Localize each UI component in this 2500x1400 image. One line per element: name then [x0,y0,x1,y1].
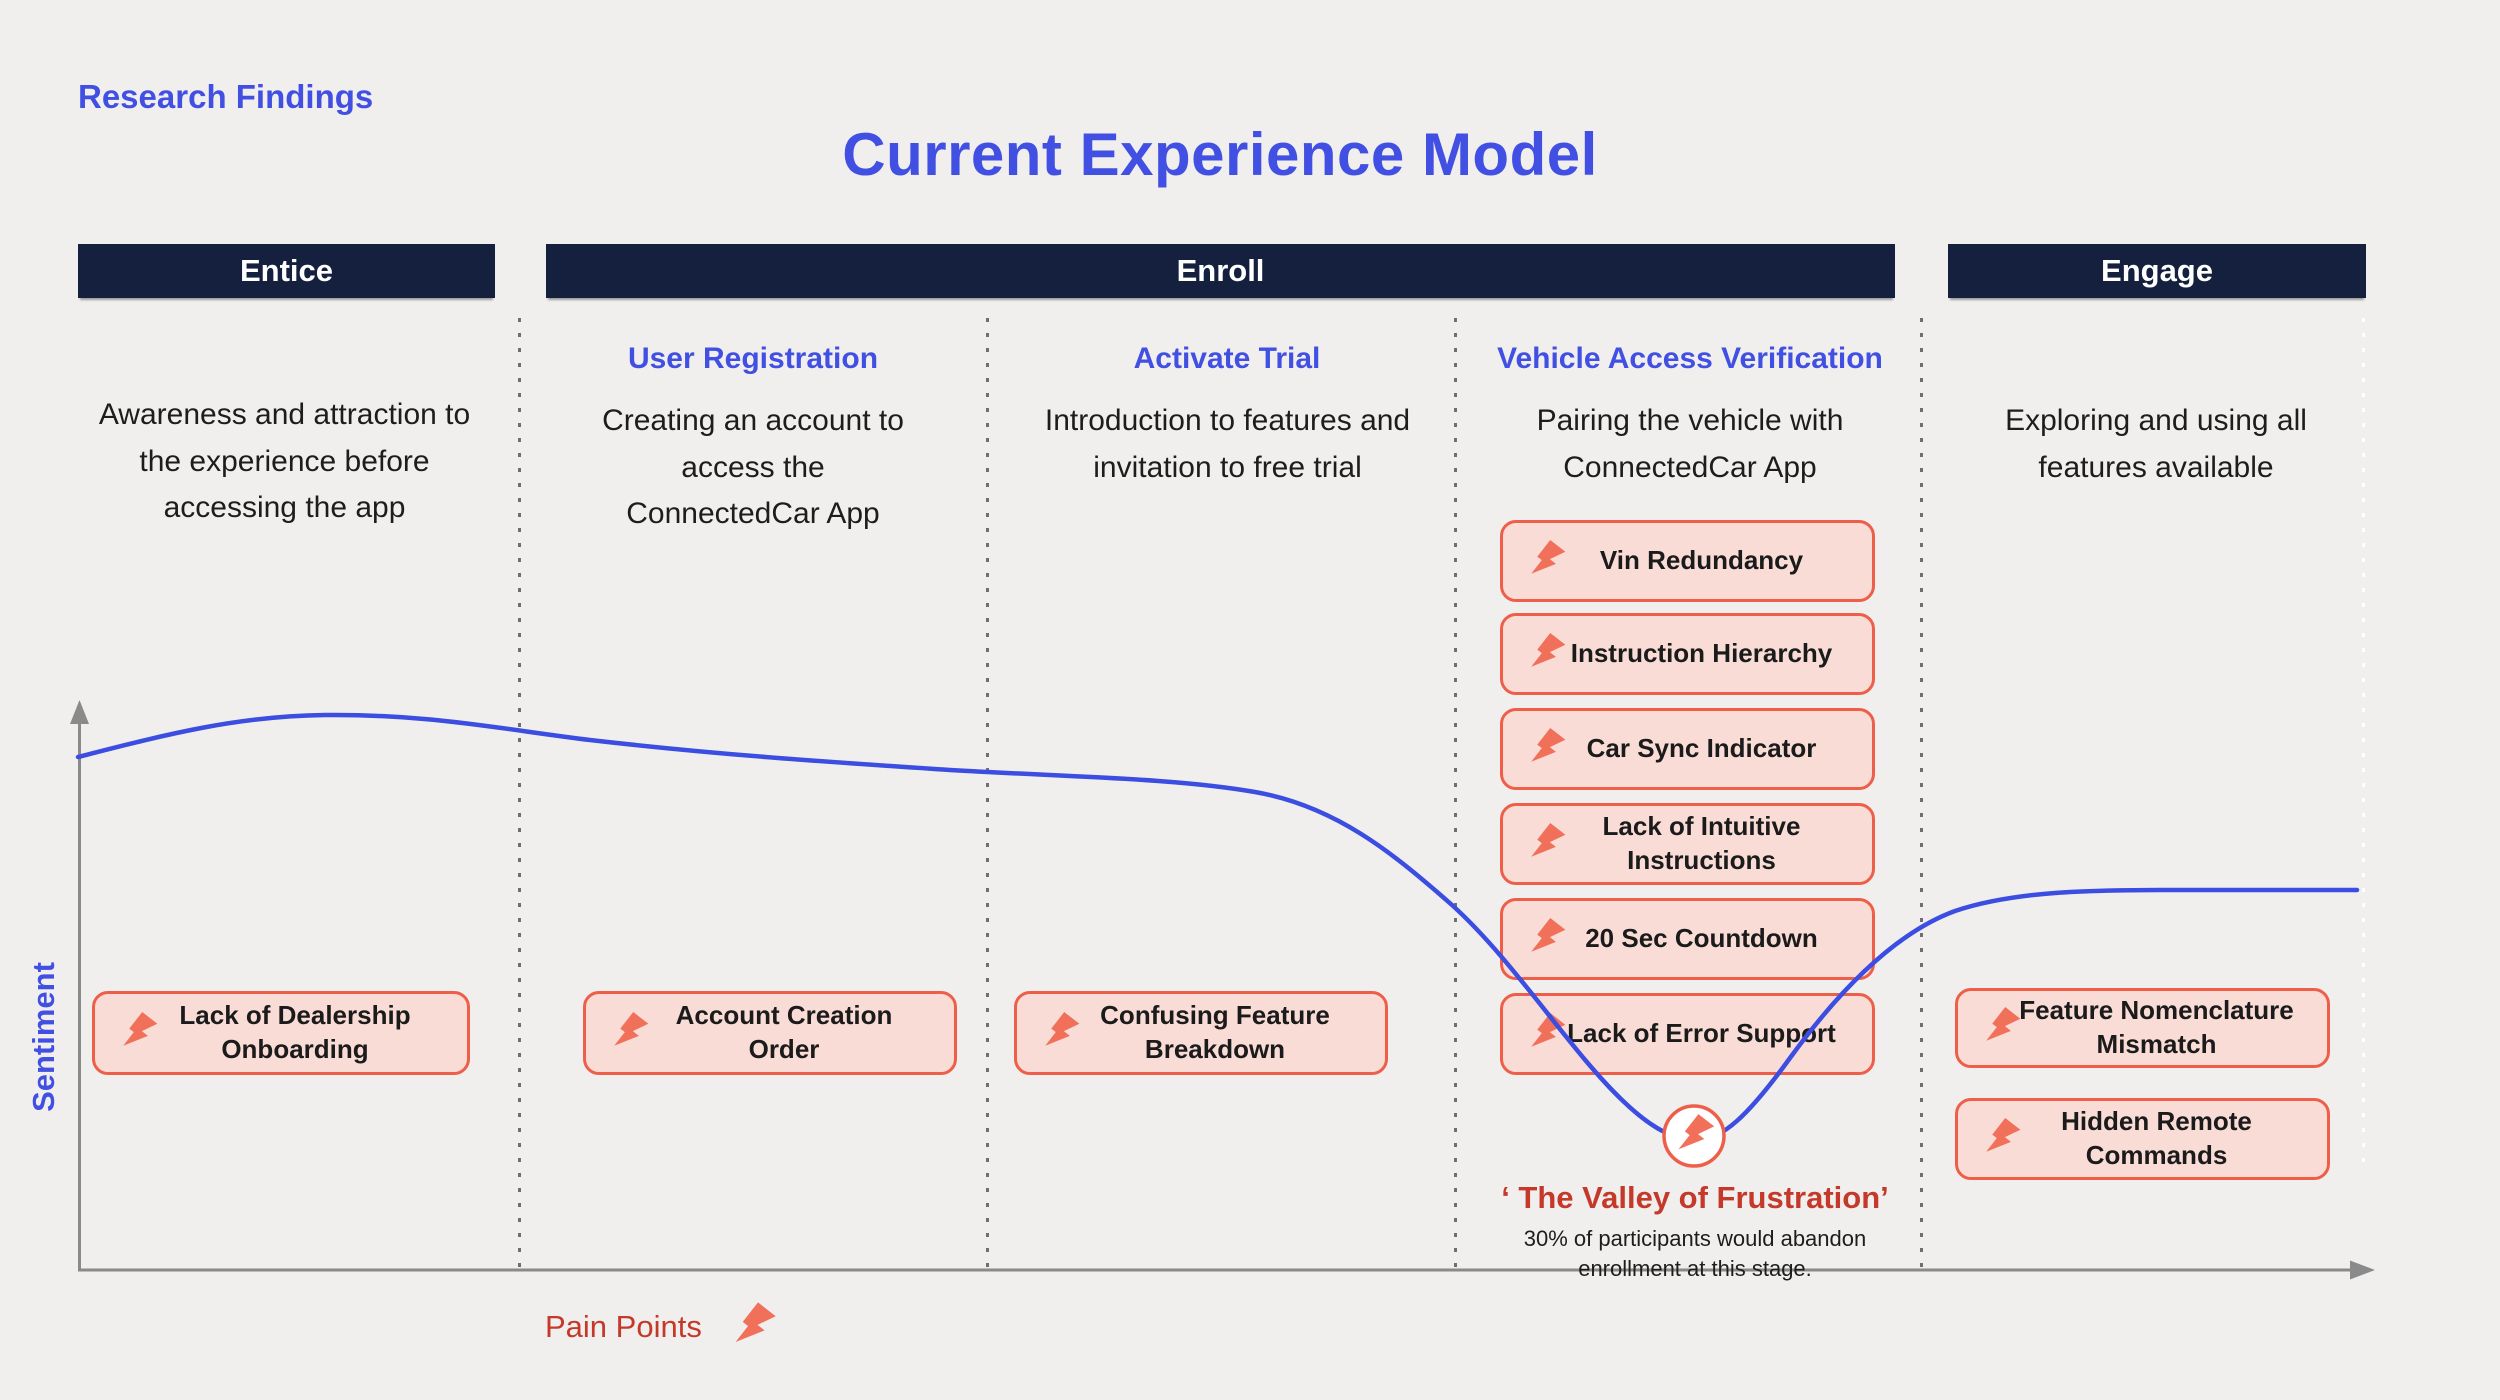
pain-point-label: Hidden Remote Commands [2061,1106,2252,1170]
lightning-bolt-icon [1523,1011,1569,1057]
valley-subtitle: 30% of participants would abandon enroll… [1523,1226,1867,1281]
valley-title: ‘ The Valley of Frustration’ [1501,1180,1889,1215]
pain-point-label: 20 Sec Countdown [1585,923,1818,954]
lightning-bolt-icon [1523,726,1569,772]
lightning-bolt-icon [1523,821,1569,867]
pain-points-legend: Pain Points [545,1300,780,1354]
pain-point-box: Account Creation Order [583,991,957,1075]
lightning-bolt-icon [1037,1010,1083,1056]
sentiment-axis-label: Sentiment [26,962,61,1112]
column-description-engage: Exploring and using all features availab… [2005,404,2307,484]
pain-point-box: Lack of Error Support [1500,993,1875,1075]
lightning-bolt-icon [1978,1005,2024,1051]
pain-point-box: Car Sync Indicator [1500,708,1875,790]
x-axis-arrow-icon [2350,1260,2375,1280]
column-description-vehicle-access: Pairing the vehicle with ConnectedCar Ap… [1536,404,1844,484]
phase-bar-enroll: Enroll [546,244,1895,298]
valley-marker-circle [1662,1104,1726,1168]
pain-point-box: Instruction Hierarchy [1500,613,1875,695]
phase-divider-3 [1454,318,1457,1268]
column-description-entice: Awareness and attraction to the experien… [98,398,471,524]
column-heading-activate-trial: Activate Trial [1133,342,1321,375]
column-heading-user-registration: User Registration [627,342,879,375]
phase-divider-1 [518,318,521,1268]
legend-lightning-bolt-icon [726,1300,780,1354]
phase-bar-engage: Engage [1948,244,2366,298]
column-description-activate-trial: Introduction to features and invitation … [1044,404,1411,484]
legend-label: Pain Points [545,1309,702,1344]
pain-point-box: Lack of Intuitive Instructions [1500,803,1875,885]
pain-point-box: Confusing Feature Breakdown [1014,991,1388,1075]
column-heading-vehicle-access-verification: Vehicle Access Verification [1497,342,1883,375]
valley-lightning-bolt-icon [1678,1114,1715,1150]
y-axis-arrow-icon [70,700,89,724]
pain-point-box: Feature Nomenclature Mismatch [1955,988,2330,1068]
lightning-bolt-icon [1523,916,1569,962]
phase-bar-entice: Entice [78,244,495,298]
column-description-user-registration: Creating an account to access the Connec… [602,404,904,530]
lightning-bolt-icon [1523,538,1569,584]
pain-point-label: Lack of Error Support [1567,1018,1836,1049]
lightning-bolt-icon [1523,631,1569,677]
pain-point-box: 20 Sec Countdown [1500,898,1875,980]
eyebrow-label: Research Findings [78,78,374,115]
pain-point-box: Vin Redundancy [1500,520,1875,602]
sentiment-curve [75,712,2360,1143]
pain-point-label: Car Sync Indicator [1586,733,1817,764]
pain-point-box: Lack of Dealership Onboarding [92,991,470,1075]
pain-point-label: Instruction Hierarchy [1570,638,1833,669]
pain-point-label: Vin Redundancy [1599,545,1804,576]
phase-divider-end [2362,318,2365,1170]
lightning-bolt-icon [606,1010,652,1056]
lightning-bolt-icon [1978,1116,2024,1162]
pain-point-label: Account Creation Order [675,1000,893,1064]
page-title: Current Experience Model [842,121,1598,188]
phase-divider-2 [986,318,989,1268]
lightning-bolt-icon [115,1010,161,1056]
pain-point-box: Hidden Remote Commands [1955,1098,2330,1180]
phase-divider-4 [1920,318,1923,1268]
